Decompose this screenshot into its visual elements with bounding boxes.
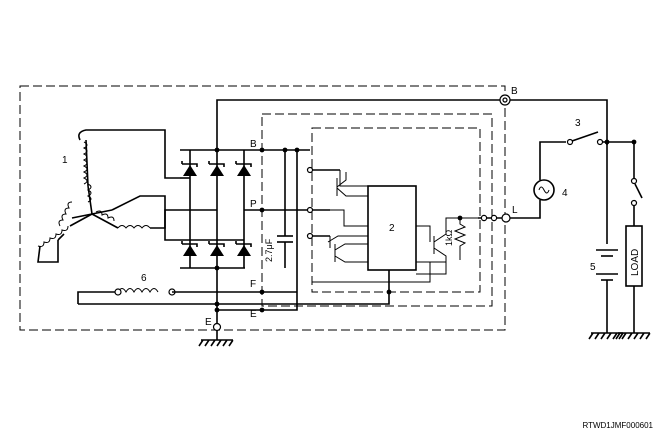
l-terminal[interactable] [501, 213, 511, 223]
figure-code: RTWD1JMF000601 [582, 421, 653, 430]
stator-windings [37, 129, 180, 263]
label-b-out: B [511, 86, 518, 97]
alternator-housing-boundary [19, 85, 506, 331]
label-stator: 1 [62, 155, 68, 166]
label-l: L [512, 205, 518, 216]
charge-lamp [533, 179, 555, 201]
label-key-switch: 3 [575, 118, 581, 129]
label-e-out: E [205, 317, 212, 328]
rectifier-diodes [181, 161, 252, 256]
label-field-coil: 6 [141, 273, 147, 284]
label-ic: 2 [389, 223, 395, 234]
label-p: P [250, 199, 257, 210]
label-charge-lamp: 4 [562, 188, 568, 199]
resistor [453, 218, 467, 260]
label-battery: 5 [590, 262, 596, 273]
ground-symbol [198, 339, 234, 347]
label-f: F [250, 279, 256, 290]
label-capacitor: 2.7μF [264, 238, 274, 262]
e-terminal[interactable] [212, 322, 222, 332]
terminal-holes [306, 166, 314, 240]
regulator-transistors [310, 169, 478, 283]
ic-regulator [367, 185, 417, 271]
label-e-in: E [250, 309, 257, 320]
rectifier-diode [208, 161, 225, 176]
rectifier-diode [181, 241, 198, 256]
rectifier-diode [208, 241, 225, 256]
label-b-in: B [250, 139, 257, 150]
junction-dots [214, 139, 637, 313]
load-switch[interactable] [630, 177, 643, 207]
rectifier-diode [235, 241, 252, 256]
key-switch[interactable] [566, 131, 635, 146]
label-load: LOAD [630, 249, 641, 276]
rectifier-diode [235, 161, 252, 176]
field-coil [117, 288, 159, 294]
battery [596, 249, 618, 281]
regulator-inner-boundary [261, 113, 493, 307]
capacitor [277, 150, 293, 268]
label-resistor: 1kΩ [444, 229, 454, 246]
rectifier-diode [181, 161, 198, 176]
